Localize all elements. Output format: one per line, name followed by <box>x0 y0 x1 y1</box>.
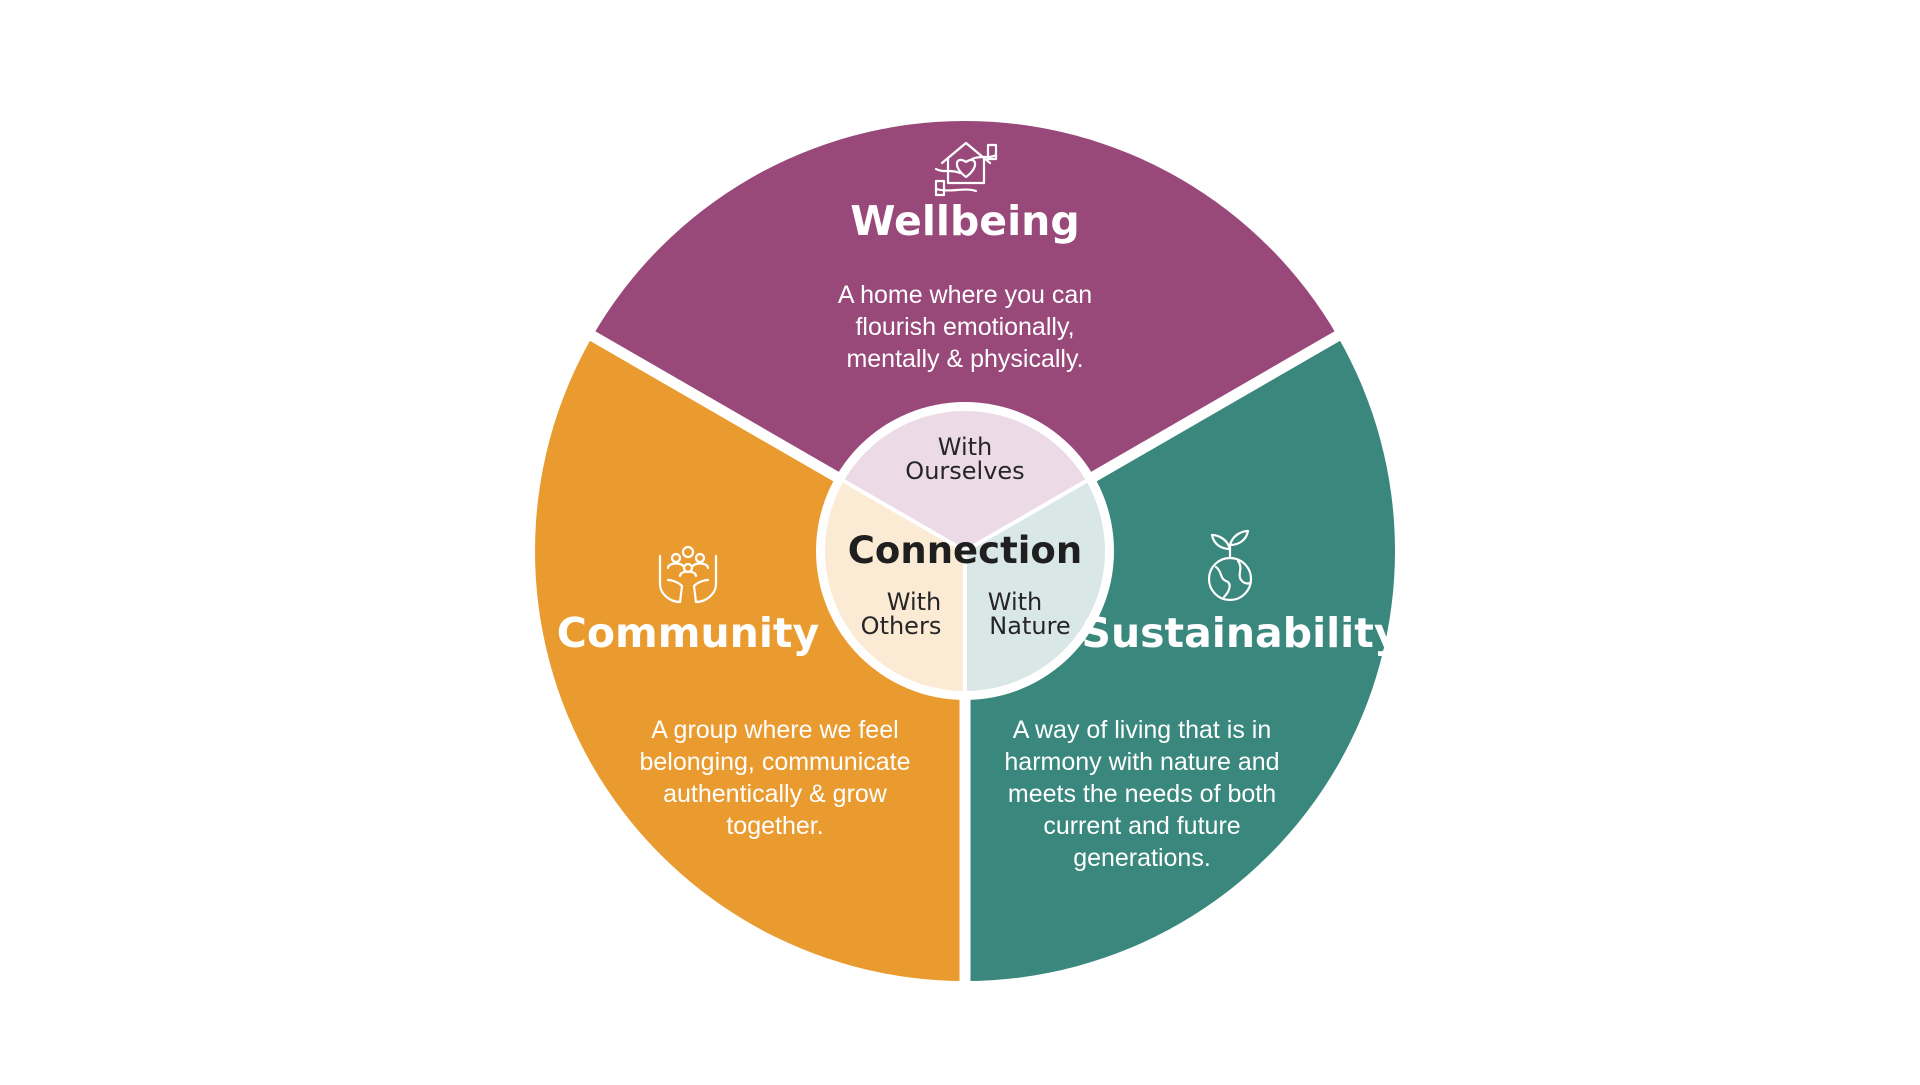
hub-others-label-line2: Others <box>861 612 942 640</box>
hub-separators <box>842 479 1088 691</box>
hub-separator-2 <box>963 479 1088 553</box>
hub-ourselves-label-line1: With <box>938 433 993 461</box>
wellbeing-description-line3: mentally & physically. <box>846 345 1083 373</box>
sustainability-description-line1: A way of living that is in <box>1013 716 1271 744</box>
hub-separator-1 <box>842 479 967 553</box>
sustainability-description-line3: meets the needs of both <box>1008 780 1276 808</box>
sustainability-description-line2: harmony with nature and <box>1004 748 1279 776</box>
people-in-hands-icon <box>658 545 718 604</box>
wellbeing-description-line1: A home where you can <box>838 281 1092 309</box>
community-title: Community <box>557 609 819 657</box>
hub-ourselves-label-line2: Ourselves <box>905 457 1024 485</box>
hub-nature-label-line1: With <box>988 588 1043 616</box>
community-description-line2: belonging, communicate <box>640 748 911 776</box>
hub-nature-label-line2: Nature <box>989 612 1070 640</box>
home-heart-hands-icon <box>934 141 998 197</box>
sustainability-description-line4: current and future <box>1043 812 1240 840</box>
wellbeing-title: Wellbeing <box>850 197 1079 245</box>
community-description-line3: authentically & grow <box>663 780 888 808</box>
earth-sprout-icon <box>1207 529 1253 602</box>
hub-ourselves-sector <box>843 411 1087 551</box>
hub-title: Connection <box>848 529 1082 572</box>
hub-others-label-line1: With <box>887 588 942 616</box>
hub-nature-sector <box>965 481 1105 691</box>
community-description-line1: A group where we feel <box>651 716 898 744</box>
hub-others-sector <box>825 481 965 691</box>
sustainability-description-line5: generations. <box>1073 844 1211 872</box>
sustainability-title: Sustainability <box>1081 609 1400 657</box>
community-description-line4: together. <box>726 812 823 840</box>
wellbeing-description-line2: flourish emotionally, <box>855 313 1074 341</box>
wellbeing-segment <box>592 121 1338 551</box>
